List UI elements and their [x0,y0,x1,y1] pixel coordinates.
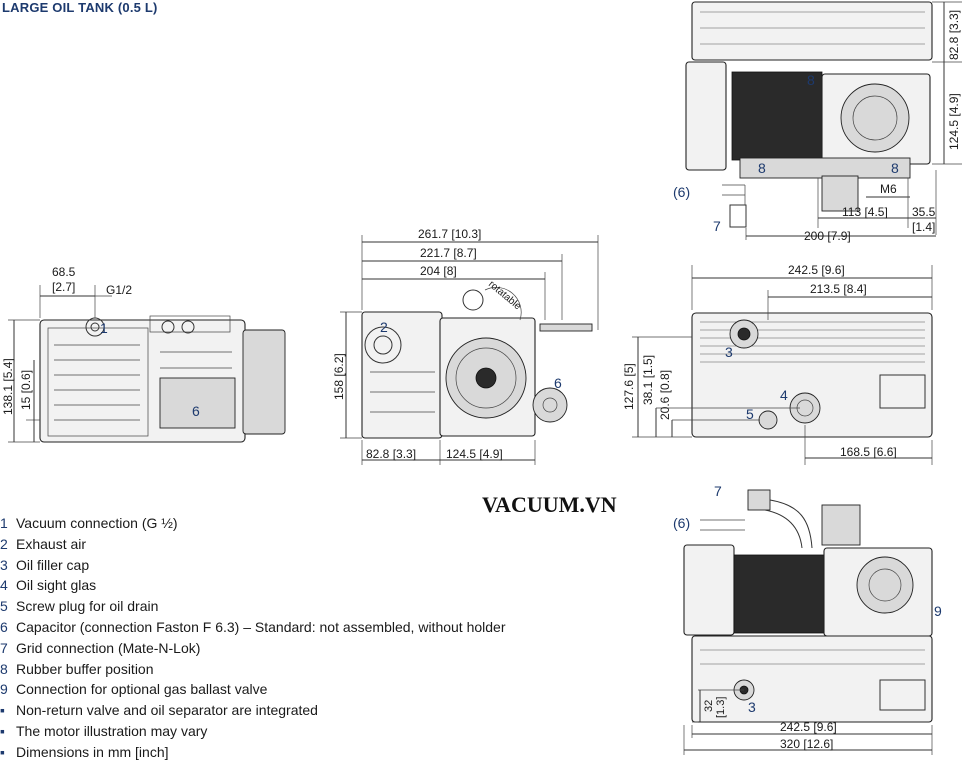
lower-callout-9: 9 [934,603,942,619]
end-dim-168: 168.5 [6.6] [840,445,897,459]
lower-view [683,489,933,755]
end-callout-5: 5 [746,406,754,422]
end-dim-38: 38.1 [1.5] [641,355,655,405]
legend-note: ▪The motor illustration may vary [0,721,600,742]
side-dim-top-inch: [2.7] [52,280,75,294]
lower-dim-242: 242.5 [9.6] [780,720,837,734]
front-dim-short: 204 [8] [420,264,457,278]
top-dim-right-top: 82.8 [3.3] [947,10,961,60]
end-callout-4: 4 [780,387,788,403]
side-callout-1: 1 [100,320,108,336]
legend-note: ▪Non-return valve and oil separator are … [0,700,600,721]
front-dim-bottom-right: 124.5 [4.9] [446,447,503,461]
front-dim-mid: 221.7 [8.7] [420,246,477,260]
lower-dim-32-inch: [1.3] [715,697,727,718]
top-dim-200: 200 [7.9] [804,229,851,243]
side-dim-height: 138.1 [5.4] [1,358,15,415]
front-callout-6: 6 [554,375,562,391]
end-view [632,265,933,465]
legend-note: ▪Dimensions in mm [inch] [0,742,600,763]
top-dim-113: 113 [4.5] [842,205,888,219]
watermark-text: VACUUM.VN [482,492,617,517]
end-dim-213: 213.5 [8.4] [810,282,867,296]
top-callout-6: (6) [673,184,690,200]
lower-callout-7: 7 [714,483,722,499]
side-thread: G1/2 [106,283,132,297]
front-view [340,235,599,465]
side-callout-6: 6 [192,403,200,419]
lower-callout-3: 3 [748,699,756,715]
bullet-icon: ▪ [0,743,5,760]
end-dim-width: 242.5 [9.6] [788,263,845,277]
front-dim-total: 261.7 [10.3] [418,227,481,241]
bullet-icon: ▪ [0,722,5,739]
lower-dim-32: 32 [703,700,715,712]
top-view [685,1,962,240]
top-callout-7: 7 [713,218,721,234]
end-dim-127: 127.6 [5] [622,363,636,410]
bullet-icon: ▪ [0,702,5,719]
front-rotatable-label: rotatable [486,279,523,313]
lower-dim-320: 320 [12.6] [780,737,833,751]
top-dim-right-mid: 124.5 [4.9] [947,93,961,150]
front-dim-height: 158 [6.2] [332,353,346,400]
side-dim-inner: 15 [0.6] [19,370,33,410]
top-dim-35: 35.5 [912,205,936,219]
top-callout-8c: 8 [891,160,899,176]
lower-callout-6: (6) [673,515,690,531]
front-callout-2: 2 [380,319,388,335]
top-thread: M6 [880,182,897,196]
top-callout-8a: 8 [807,72,815,88]
top-callout-8b: 8 [758,160,766,176]
side-dim-top: 68.5 [52,265,76,279]
top-dim-35-inch: [1.4] [912,220,935,234]
end-dim-20: 20.6 [0.8] [658,370,672,420]
end-callout-3: 3 [725,344,733,360]
side-view [8,285,286,443]
page-title: LARGE OIL TANK (0.5 L) [2,0,158,15]
front-dim-bottom-left: 82.8 [3.3] [366,447,416,461]
